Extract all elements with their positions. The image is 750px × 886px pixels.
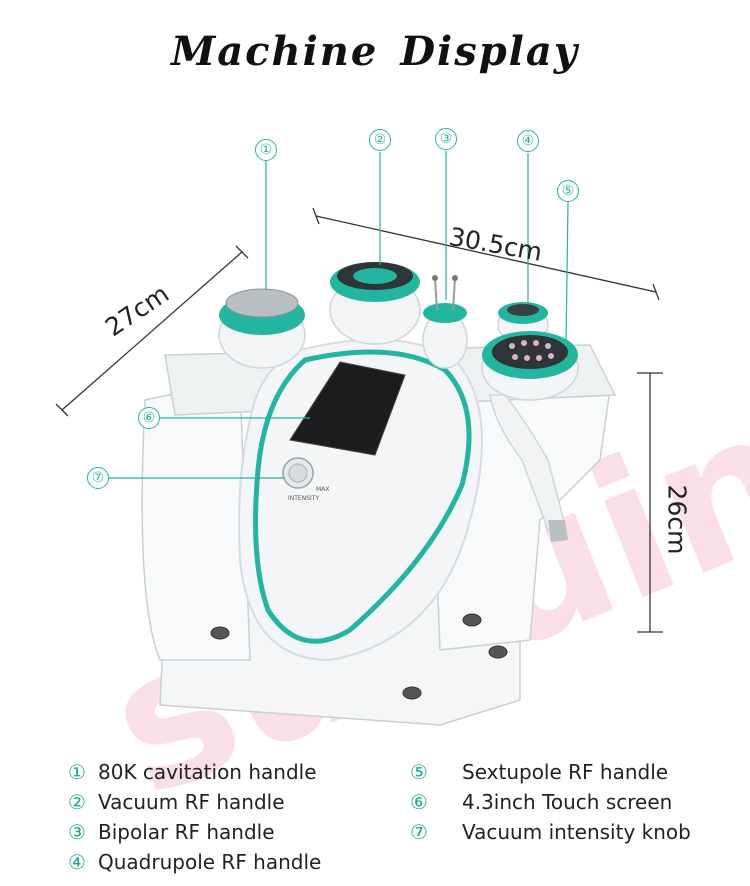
- cavitation-handle: [218, 288, 306, 369]
- callout-7: ⑦: [87, 467, 109, 489]
- callout-3: ③: [435, 128, 457, 150]
- dimension-lines: [55, 207, 663, 633]
- legend-number: ⑦: [410, 820, 428, 844]
- sextupole-rf-handle: [481, 331, 579, 542]
- legend-label: 4.3inch Touch screen: [462, 790, 673, 814]
- legend-number: ③: [68, 820, 86, 844]
- knob-label: INTENSITY: [288, 495, 319, 502]
- legend-label: Quadrupole RF handle: [98, 850, 322, 874]
- touch-screen: [289, 361, 406, 456]
- callout-2: ②: [369, 129, 391, 151]
- callout-4: ④: [517, 130, 539, 152]
- callout-5: ⑤: [557, 180, 579, 202]
- legend-number: ①: [68, 760, 86, 784]
- vacuum-rf-handle: [329, 262, 421, 345]
- callout-6: ⑥: [138, 407, 160, 429]
- legend-label: Vacuum intensity knob: [462, 820, 691, 844]
- legend-label: 80K cavitation handle: [98, 760, 317, 784]
- legend-number: ⑤: [410, 760, 428, 784]
- legend-item: ⑤ Sextupole RF handle: [410, 757, 691, 787]
- legend-left: ① 80K cavitation handle ② Vacuum RF handle…: [68, 757, 321, 877]
- legend-right: ⑤ Sextupole RF handle ⑥ 4.3inch Touch scre…: [410, 757, 691, 847]
- intensity-knob: INTENSITY MAX: [282, 457, 329, 502]
- callout-leaders: [109, 151, 569, 479]
- legend-number: ②: [68, 790, 86, 814]
- height-dimension-label: 26cm: [662, 484, 692, 555]
- legend-label: Sextupole RF handle: [462, 760, 669, 784]
- legend-label: Vacuum RF handle: [98, 790, 285, 814]
- legend-label: Bipolar RF handle: [98, 820, 275, 844]
- legend-item: ⑦ Vacuum intensity knob: [410, 817, 691, 847]
- stand-feet: [210, 613, 508, 700]
- legend-item: ④ Quadrupole RF handle: [68, 847, 321, 877]
- bipolar-rf-handle: [422, 275, 468, 369]
- legend-item: ③ Bipolar RF handle: [68, 817, 321, 847]
- legend-item: ⑥ 4.3inch Touch screen: [410, 787, 691, 817]
- title-word-machine: Machine: [170, 28, 379, 75]
- legend-item: ① 80K cavitation handle: [68, 757, 321, 787]
- legend-item: ② Vacuum RF handle: [68, 787, 321, 817]
- legend-number: ④: [68, 850, 86, 874]
- page-title: Machine Display: [0, 28, 750, 75]
- callout-1: ①: [255, 139, 277, 161]
- legend-number: ⑥: [410, 790, 428, 814]
- title-word-display: Display: [400, 28, 580, 75]
- knob-max-label: MAX: [316, 486, 329, 493]
